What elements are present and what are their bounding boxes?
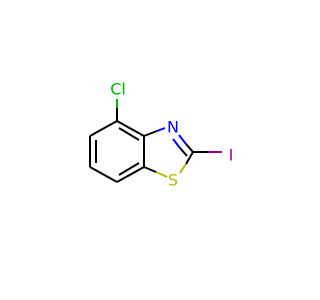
bond-n-c2-c-inner xyxy=(179,147,188,157)
atom-label-cl: Cl xyxy=(110,80,126,99)
bond-c2-s-s xyxy=(179,163,187,174)
bond-c7-c7a-inner xyxy=(118,162,140,176)
bond-n-c2-c xyxy=(185,143,194,153)
bond-s-c7a-s xyxy=(155,171,168,178)
bond-c3a-c4-inner xyxy=(118,127,140,141)
background xyxy=(0,0,300,300)
atom-label-i: I xyxy=(229,146,234,165)
atom-label-n: N xyxy=(167,118,179,137)
bond-c6-c7 xyxy=(89,166,118,183)
bond-c7-c7a xyxy=(116,166,145,183)
atom-label-s: S xyxy=(168,171,178,190)
molecule-structure: Cl N S I xyxy=(0,0,300,300)
bond-n-c2-n-inner xyxy=(172,138,181,149)
bond-c4-c5 xyxy=(89,120,118,137)
bond-c3a-n-n xyxy=(156,127,166,132)
bond-c3a-n-c xyxy=(143,130,158,137)
bond-s-c7a-c xyxy=(143,166,157,173)
bond-n-c2-n xyxy=(178,134,187,145)
bond-c3a-c4 xyxy=(116,120,145,137)
bond-c2-s-c xyxy=(185,151,194,165)
